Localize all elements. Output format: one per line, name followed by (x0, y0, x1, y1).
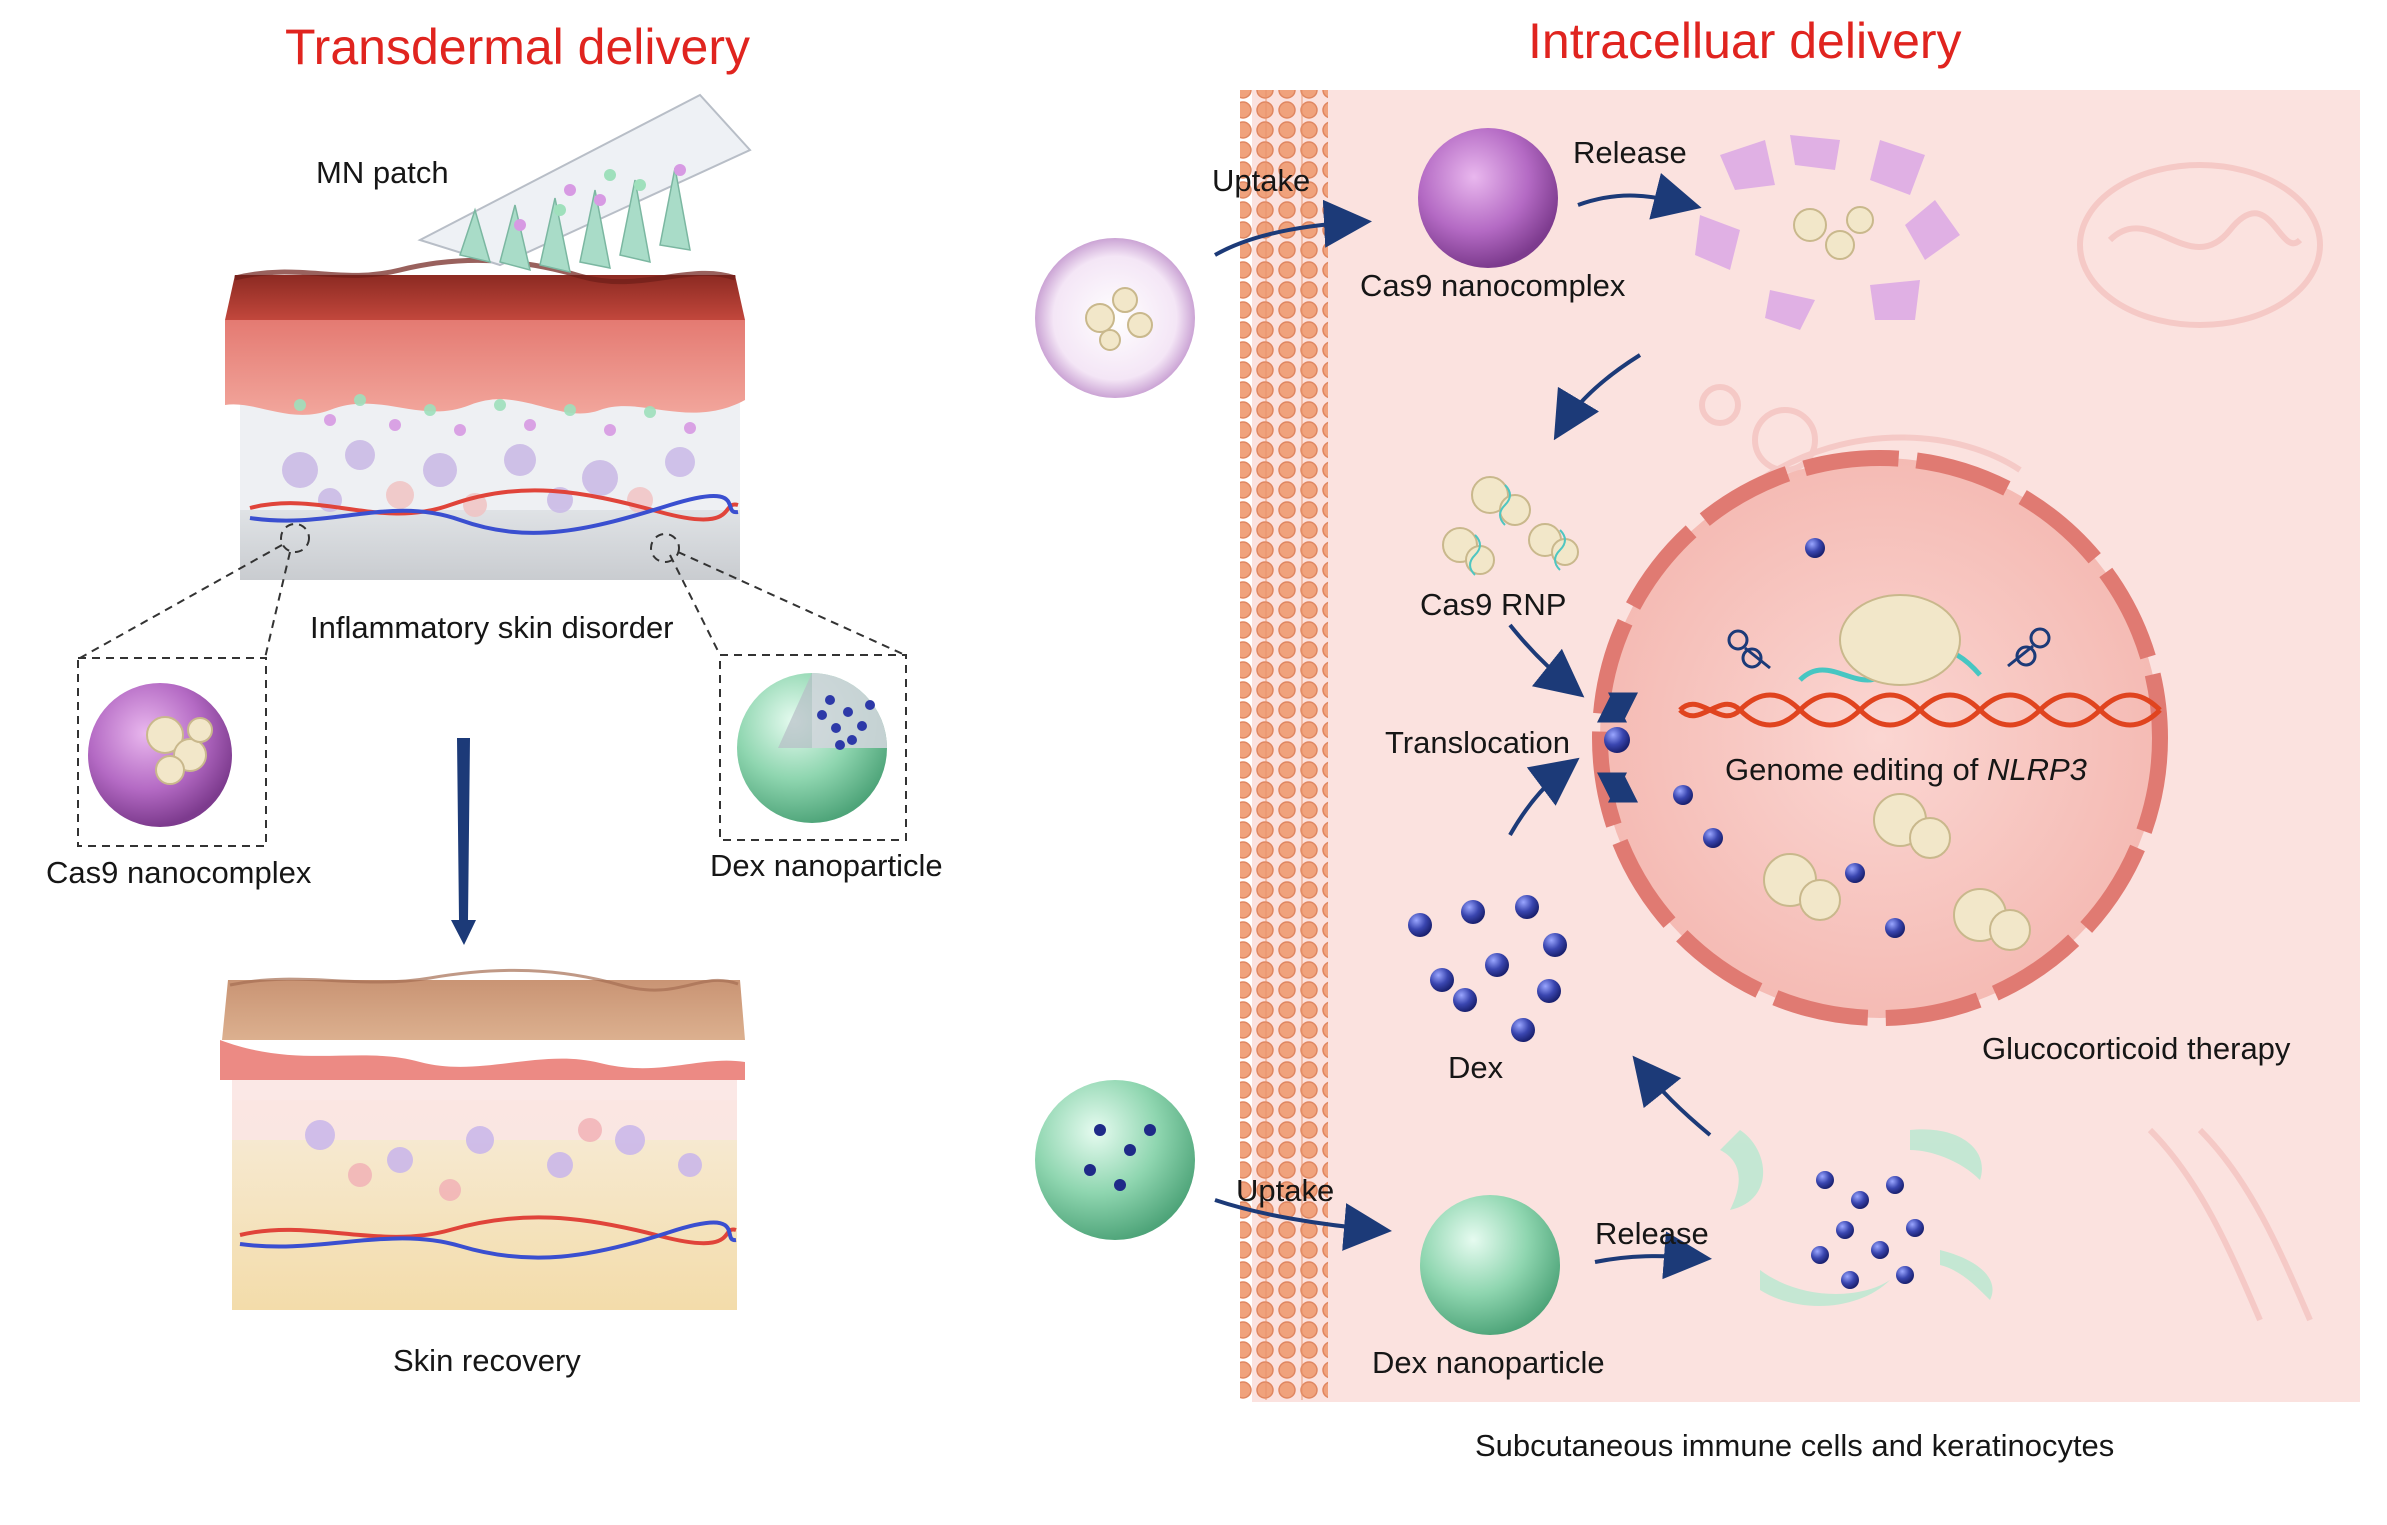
left-panel-title: Transdermal delivery (285, 19, 750, 75)
mn-patch-label: MN patch (316, 155, 449, 190)
translocation-label: Translocation (1385, 725, 1570, 760)
cas9-rnp-art (1442, 476, 1579, 576)
healthy-skin-block (220, 968, 745, 1310)
genome-editing-text: Genome editing of (1725, 752, 1987, 787)
released-cas9-fragments (1695, 135, 1960, 330)
release-label-top: Release (1573, 135, 1687, 170)
release-label-bottom: Release (1595, 1216, 1709, 1251)
cas9-vesicle-outside (1035, 238, 1195, 398)
diseased-skin-block (225, 257, 745, 580)
scissors-icon (2007, 627, 2051, 668)
glucocorticoid-therapy-label: Glucocorticoid therapy (1982, 1031, 2291, 1066)
scissors-icon (1727, 629, 1771, 670)
cas9-rnp-label: Cas9 RNP (1420, 587, 1567, 622)
dex-bead-cluster (1408, 895, 1567, 1042)
nucleus (1592, 450, 2168, 1026)
genome-editing-label: Genome editing of NLRP3 (1725, 752, 2087, 788)
dex-nanoparticle-callout-art (737, 673, 887, 823)
mn-patch (417, 93, 752, 273)
skin-recovery-label: Skin recovery (393, 1343, 581, 1378)
dex-beads-in-nucleus (1673, 538, 1905, 938)
cas9-nanocomplex-label-right: Cas9 nanocomplex (1360, 268, 1626, 303)
dex-nanoparticle-label-right: Dex nanoparticle (1372, 1345, 1605, 1380)
recovery-arrow (451, 738, 476, 945)
flow-arrows (1214, 172, 1712, 1280)
translocating-dex-bead (1604, 727, 1630, 753)
uptake-label-top: Uptake (1212, 163, 1311, 198)
dex-label: Dex (1448, 1050, 1504, 1085)
nlrp3-gene-name: NLRP3 (1986, 752, 2087, 787)
translocation-double-arrows (1597, 692, 1638, 803)
cas9-rnp-in-nucleus (1763, 793, 2031, 951)
inflammatory-skin-disorder-label: Inflammatory skin disorder (310, 610, 674, 645)
dex-nanoparticle-label-left: Dex nanoparticle (710, 848, 943, 883)
right-panel-title: Intracelluar delivery (1528, 13, 1962, 69)
dna-helix (1678, 594, 2162, 728)
dex-beads-outside (1084, 1124, 1156, 1191)
cas9-nanocomplex-inside (1418, 128, 1558, 268)
cell-type-caption: Subcutaneous immune cells and keratinocy… (1475, 1428, 2115, 1463)
released-dex-fragments (1720, 1129, 1993, 1307)
dex-nanoparticle-inside (1420, 1195, 1560, 1335)
zoom-callout-lines (77, 523, 907, 847)
dex-nanoparticle-outside (1035, 1080, 1195, 1240)
cell-membrane (1240, 90, 1328, 1400)
cas9-nanocomplex-label-left: Cas9 nanocomplex (46, 855, 312, 890)
uptake-label-bottom: Uptake (1236, 1173, 1335, 1208)
cas9-nanocomplex-callout-art (88, 683, 232, 827)
